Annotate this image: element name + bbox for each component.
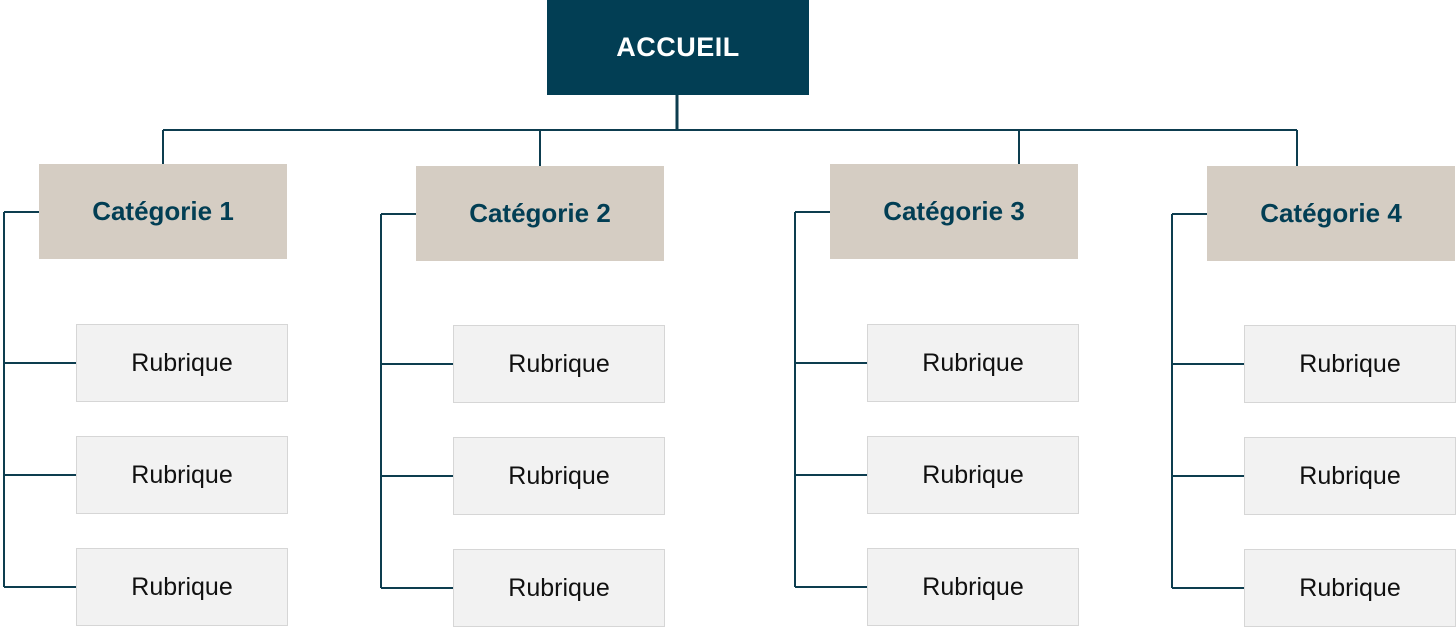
category-label: Catégorie 3 xyxy=(883,196,1025,226)
item-label: Rubrique xyxy=(508,461,610,490)
item-node: Rubrique xyxy=(453,325,665,403)
item-node: Rubrique xyxy=(76,548,288,626)
category-node-1: Catégorie 1 xyxy=(39,164,287,259)
category-label: Catégorie 2 xyxy=(469,198,611,228)
item-label: Rubrique xyxy=(508,349,610,378)
category-node-3: Catégorie 3 xyxy=(830,164,1078,259)
item-label: Rubrique xyxy=(131,460,233,489)
item-node: Rubrique xyxy=(453,437,665,515)
item-node: Rubrique xyxy=(76,324,288,402)
category-node-4: Catégorie 4 xyxy=(1207,166,1455,261)
category-label: Catégorie 4 xyxy=(1260,198,1402,228)
item-label: Rubrique xyxy=(922,460,1024,489)
item-label: Rubrique xyxy=(922,572,1024,601)
item-label: Rubrique xyxy=(1299,573,1401,602)
item-node: Rubrique xyxy=(453,549,665,627)
item-node: Rubrique xyxy=(867,548,1079,626)
root-label: ACCUEIL xyxy=(616,32,740,62)
item-node: Rubrique xyxy=(1244,549,1456,627)
item-label: Rubrique xyxy=(508,573,610,602)
category-label: Catégorie 1 xyxy=(92,196,234,226)
item-label: Rubrique xyxy=(1299,461,1401,490)
item-label: Rubrique xyxy=(1299,349,1401,378)
item-label: Rubrique xyxy=(131,572,233,601)
root-node-accueil: ACCUEIL xyxy=(547,0,809,95)
item-node: Rubrique xyxy=(867,324,1079,402)
item-label: Rubrique xyxy=(131,348,233,377)
item-label: Rubrique xyxy=(922,348,1024,377)
item-node: Rubrique xyxy=(1244,325,1456,403)
item-node: Rubrique xyxy=(867,436,1079,514)
item-node: Rubrique xyxy=(1244,437,1456,515)
category-node-2: Catégorie 2 xyxy=(416,166,664,261)
item-node: Rubrique xyxy=(76,436,288,514)
